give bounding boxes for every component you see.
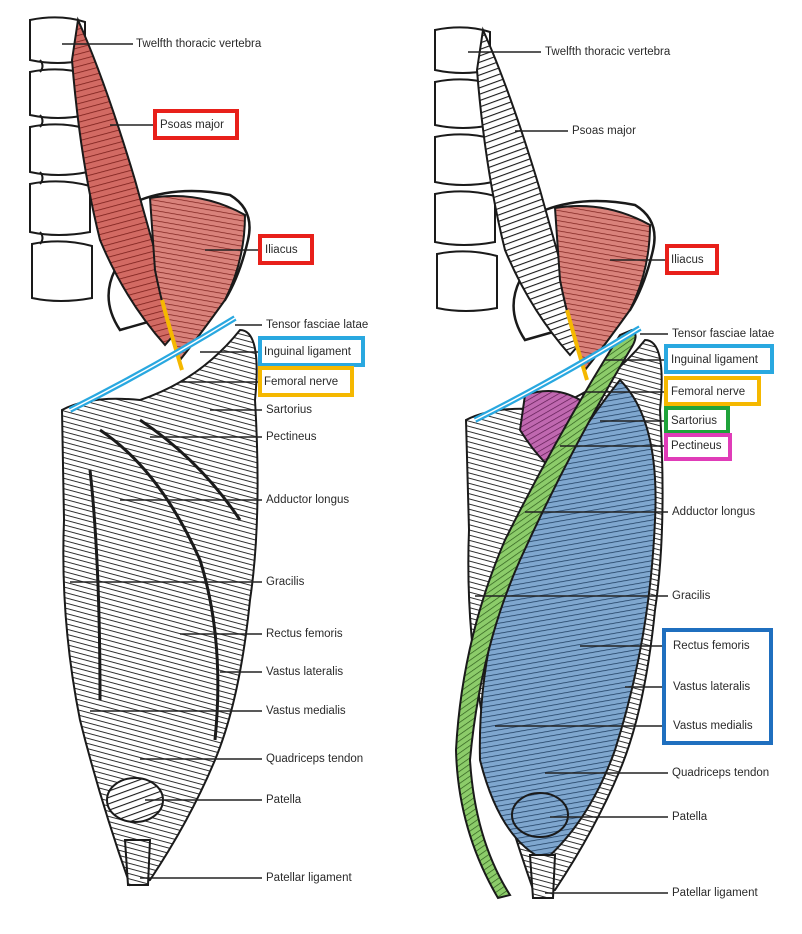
right-label-iliacus: Iliacus <box>671 254 704 266</box>
right-label-patella: Patella <box>672 811 708 823</box>
left-box-femoral-nerve <box>258 366 354 397</box>
right-label-quadriceps-tendon: Quadriceps tendon <box>672 767 770 779</box>
left-label-sartorius: Sartorius <box>266 404 313 416</box>
left-femoral-nerve <box>160 299 184 371</box>
right-box-quadriceps-group <box>662 628 773 745</box>
left-box-psoas-major <box>153 109 239 140</box>
left-thigh <box>60 328 259 887</box>
right-figure <box>434 26 664 900</box>
left-spine <box>29 16 93 302</box>
right-label-vastus-lateralis: Vastus lateralis <box>673 681 751 693</box>
right-label-adductor-longus: Adductor longus <box>672 506 756 518</box>
left-box-iliacus <box>258 234 314 265</box>
left-label-rectus-femoris: Rectus femoris <box>266 628 343 640</box>
right-box-sartorius <box>664 406 730 434</box>
left-label-inguinal-ligament: Inguinal ligament <box>264 346 351 358</box>
left-label-patella: Patella <box>266 794 302 806</box>
right-pelvis <box>512 199 656 342</box>
right-box-pectineus <box>664 433 732 461</box>
right-label-pectineus: Pectineus <box>671 440 722 452</box>
right-label-patellar-ligament: Patellar ligament <box>672 887 758 899</box>
left-label-psoas-major: Psoas major <box>160 119 224 131</box>
left-label-patellar-ligament: Patellar ligament <box>266 872 352 884</box>
left-label-vastus-medialis: Vastus medialis <box>266 705 346 717</box>
right-box-iliacus <box>665 244 719 275</box>
right-box-inguinal-ligament <box>664 344 774 374</box>
right-label-twelfth-thoracic-vertebra: Twelfth thoracic vertebra <box>545 46 671 58</box>
right-label-sartorius: Sartorius <box>671 415 718 427</box>
left-label-femoral-nerve: Femoral nerve <box>264 376 339 388</box>
right-label-inguinal-ligament: Inguinal ligament <box>671 354 758 366</box>
right-label-tensor-fasciae-latae: Tensor fasciae latae <box>672 328 775 340</box>
right-spine <box>434 26 498 312</box>
right-label-femoral-nerve: Femoral nerve <box>671 386 746 398</box>
left-pelvis <box>107 189 251 332</box>
left-label-iliacus: Iliacus <box>265 244 298 256</box>
left-label-adductor-longus: Adductor longus <box>266 494 350 506</box>
left-figure <box>29 16 259 887</box>
left-box-inguinal-ligament <box>258 336 365 367</box>
left-label-quadriceps-tendon: Quadriceps tendon <box>266 753 364 765</box>
right-label-gracilis: Gracilis <box>672 590 711 602</box>
right-box-femoral-nerve <box>664 376 761 406</box>
left-label-gracilis: Gracilis <box>266 576 305 588</box>
left-label-pectineus: Pectineus <box>266 431 317 443</box>
right-label-psoas-major: Psoas major <box>572 125 636 137</box>
right-label-vastus-medialis: Vastus medialis <box>673 720 753 732</box>
right-femoral-nerve <box>565 309 589 381</box>
right-label-rectus-femoris: Rectus femoris <box>673 640 750 652</box>
left-label-twelfth-thoracic-vertebra: Twelfth thoracic vertebra <box>136 38 262 50</box>
left-label-tensor-fasciae-latae: Tensor fasciae latae <box>266 319 369 331</box>
leader-lines <box>62 43 668 894</box>
left-label-vastus-lateralis: Vastus lateralis <box>266 666 344 678</box>
